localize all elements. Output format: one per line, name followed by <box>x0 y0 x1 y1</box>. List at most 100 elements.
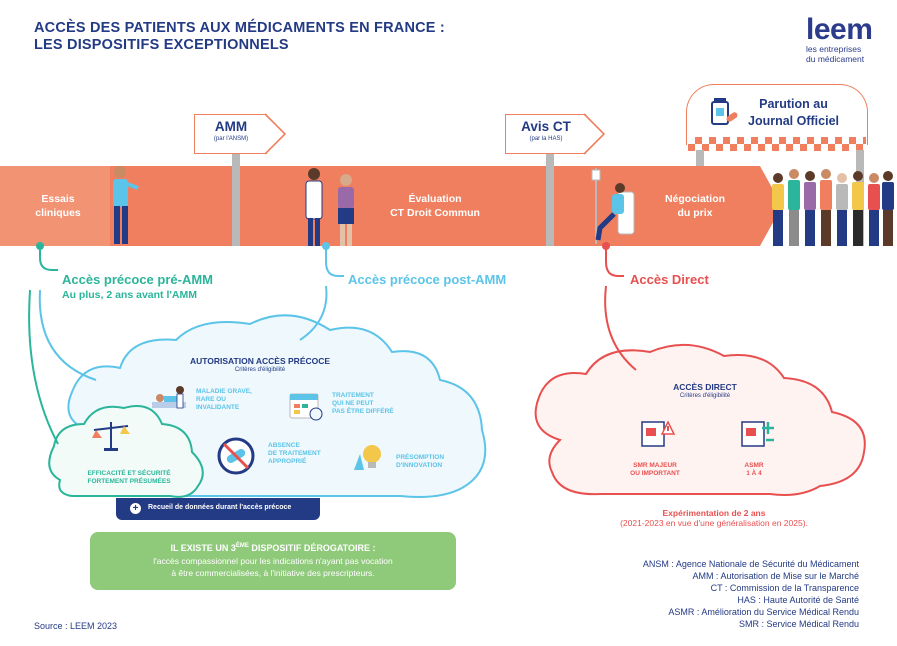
early-cloud-subtitle: Critères d'éligibilité <box>234 367 286 373</box>
glossary-amm: AMM : Autorisation de Mise sur le Marché <box>692 571 859 581</box>
logo-tagline-2: du médicament <box>806 54 865 64</box>
amm-sign-arrow <box>264 113 287 160</box>
early-cloud-title: AUTORISATION ACCÈS PRÉCOCE <box>189 356 331 366</box>
criterion-2-line-1: TRAITEMENT <box>332 392 374 399</box>
doctor-and-patient-icon <box>305 168 354 246</box>
asmr-line-1: ASMR <box>744 462 764 469</box>
asmr-criterion: ASMR 1 À 4 <box>724 462 784 478</box>
logo-word: leem <box>806 13 873 46</box>
direct-cloud-tail <box>604 285 637 371</box>
journal-officiel-board <box>686 84 868 145</box>
smr-document-icon <box>641 420 676 447</box>
criterion-3-line-3: APPROPRIÉ <box>268 458 307 465</box>
stage-3-line-1: Négociation <box>664 193 726 205</box>
criterion-cannot-be-delayed: TRAITEMENT QUI NE PEUT PAS ÊTRE DIFFÉRÉ <box>332 392 394 416</box>
criterion-4-line-2: D'INNOVATION <box>396 462 443 469</box>
amm-sign: AMM (par l'ANSM) <box>194 114 267 154</box>
asmr-document-icon <box>741 421 774 447</box>
jo-line-1: Parution au <box>759 97 828 111</box>
leem-logo: leem les entreprises du médicament <box>806 13 873 65</box>
third-title-sup: ÈME <box>235 543 249 549</box>
efficacy-safety-label: EFFICACITÉ ET SÉCURITÉ FORTEMENT PRÉSUMÉ… <box>74 470 184 486</box>
direct-connector <box>605 246 624 277</box>
criterion-2-line-2: QUI NE PEUT <box>332 400 374 407</box>
direct-access-title: Accès Direct <box>630 272 709 287</box>
stage-3-line-2: du prix <box>677 207 713 219</box>
glossary: ANSM : Agence Nationale de Sécurité du M… <box>643 558 859 630</box>
glossary-ct: CT : Commission de la Transparence <box>710 583 859 593</box>
criterion-2-line-3: PAS ÊTRE DIFFÉRÉ <box>332 408 394 415</box>
plus-icon: + <box>130 503 141 514</box>
medicine-box-icon <box>708 96 740 133</box>
stage-ct-evaluation: Évaluation CT Droit Commun <box>380 192 490 220</box>
avis-ct-sign-title: Avis CT <box>521 119 571 134</box>
efficacy-cloud-tail <box>28 289 59 445</box>
lightbulb-innovation-icon <box>354 445 381 470</box>
source-note: Source : LEEM 2023 <box>34 621 118 631</box>
smr-criterion: SMR MAJEUR OU IMPORTANT <box>620 462 690 478</box>
pre-amm-connector <box>39 246 58 271</box>
logo-tagline-1: les entreprises <box>806 44 862 54</box>
amm-sign-title: AMM <box>214 119 248 134</box>
efficacy-line-1: EFFICACITÉ ET SÉCURITÉ <box>87 470 171 477</box>
title-line-2: LES DISPOSITIFS EXCEPTIONNELS <box>34 37 289 53</box>
stage-2-line-1: Évaluation <box>408 193 462 205</box>
patient-infusion-icon <box>591 168 635 244</box>
stage-clinical-trials: Essais cliniques <box>28 192 88 220</box>
criterion-3-line-2: DE TRAITEMENT <box>268 450 321 457</box>
post-amm-connector <box>325 246 344 277</box>
jo-line-2: Journal Officiel <box>748 114 839 128</box>
glossary-asmr: ASMR : Amélioration du Service Médical R… <box>668 607 859 617</box>
avis-ct-post-front <box>546 166 554 246</box>
experiment-note: Expérimentation de 2 ans (2021-2023 en v… <box>584 508 844 528</box>
experiment-detail: (2021-2023 en vue d'une généralisation e… <box>620 518 808 528</box>
no-treatment-icon <box>217 437 255 475</box>
efficacy-line-2: FORTEMENT PRÉSUMÉES <box>87 478 171 485</box>
compassionate-access-box: IL EXISTE UN 3ÈME DISPOSITIF DÉROGATOIRE… <box>90 532 456 590</box>
stage-1-line-1: Essais <box>41 193 75 205</box>
direct-cloud-header: ACCÈS DIRECT Critères d'éligibilité <box>640 382 770 400</box>
journal-officiel-title: Parution au Journal Officiel <box>748 96 839 130</box>
third-title: IL EXISTE UN 3ÈME DISPOSITIF DÉROGATOIRE… <box>90 543 456 553</box>
checkered-banner <box>688 137 866 151</box>
criterion-innovation: PRÉSOMPTION D'INNOVATION <box>396 454 444 470</box>
third-title-prefix: IL EXISTE UN 3 <box>170 543 236 553</box>
smr-line-1: SMR MAJEUR <box>633 462 677 469</box>
hospital-bed-icon <box>152 386 186 409</box>
calendar-treatment-icon <box>289 393 323 421</box>
early-cloud-header: AUTORISATION ACCÈS PRÉCOCE Critères d'él… <box>160 356 360 374</box>
glossary-smr: SMR : Service Médical Rendu <box>738 619 859 629</box>
data-collection-badge: + Recueil de données durant l'accès préc… <box>116 498 320 520</box>
title-line-1: ACCÈS DES PATIENTS AUX MÉDICAMENTS EN FR… <box>34 20 445 36</box>
third-title-suffix: DISPOSITIF DÉROGATOIRE : <box>248 543 376 553</box>
third-line-1: l'accès compassionnel pour les indicatio… <box>153 556 393 566</box>
direct-cloud-subtitle: Critères d'éligibilité <box>679 393 731 399</box>
direct-access-cloud <box>534 343 866 496</box>
stage-2-line-2: CT Droit Commun <box>390 207 480 219</box>
third-line-2: à être commercialisées, à l'initiative d… <box>171 568 375 578</box>
avis-ct-sign-sub: (par la HAS) <box>529 136 563 142</box>
criterion-no-treatment: ABSENCE DE TRAITEMENT APPROPRIÉ <box>268 442 321 466</box>
pre-amm-title: Accès précoce pré-AMM <box>62 272 213 287</box>
avis-ct-sign: Avis CT (par la HAS) <box>505 114 586 154</box>
criterion-serious-disease: MALADIE GRAVE, RARE OU INVALIDANTE <box>196 388 252 412</box>
efficacy-cloud <box>48 405 204 498</box>
avis-ct-sign-arrow <box>583 113 606 160</box>
amm-post-front <box>232 166 240 246</box>
smr-line-2: OU IMPORTANT <box>630 470 680 477</box>
amm-sign-sub: (par l'ANSM) <box>213 136 249 142</box>
crowd-icon <box>772 169 894 246</box>
balance-scale-icon <box>92 422 130 451</box>
data-collection-text: Recueil de données durant l'accès précoc… <box>148 504 292 511</box>
man-figure-icon <box>113 166 139 244</box>
glossary-ansm: ANSM : Agence Nationale de Sécurité du M… <box>642 559 859 569</box>
page-title: ACCÈS DES PATIENTS AUX MÉDICAMENTS EN FR… <box>34 20 445 54</box>
post-amm-title: Accès précoce post-AMM <box>348 272 507 287</box>
stage-price-negotiation: Négociation du prix <box>650 192 740 220</box>
pre-amm-subtitle: Au plus, 2 ans avant l'AMM <box>62 289 197 301</box>
early-cloud-tail-post <box>299 285 328 341</box>
stage-1-line-2: cliniques <box>35 207 81 219</box>
early-cloud-tail-pre <box>38 289 97 381</box>
criterion-4-line-1: PRÉSOMPTION <box>396 454 445 461</box>
